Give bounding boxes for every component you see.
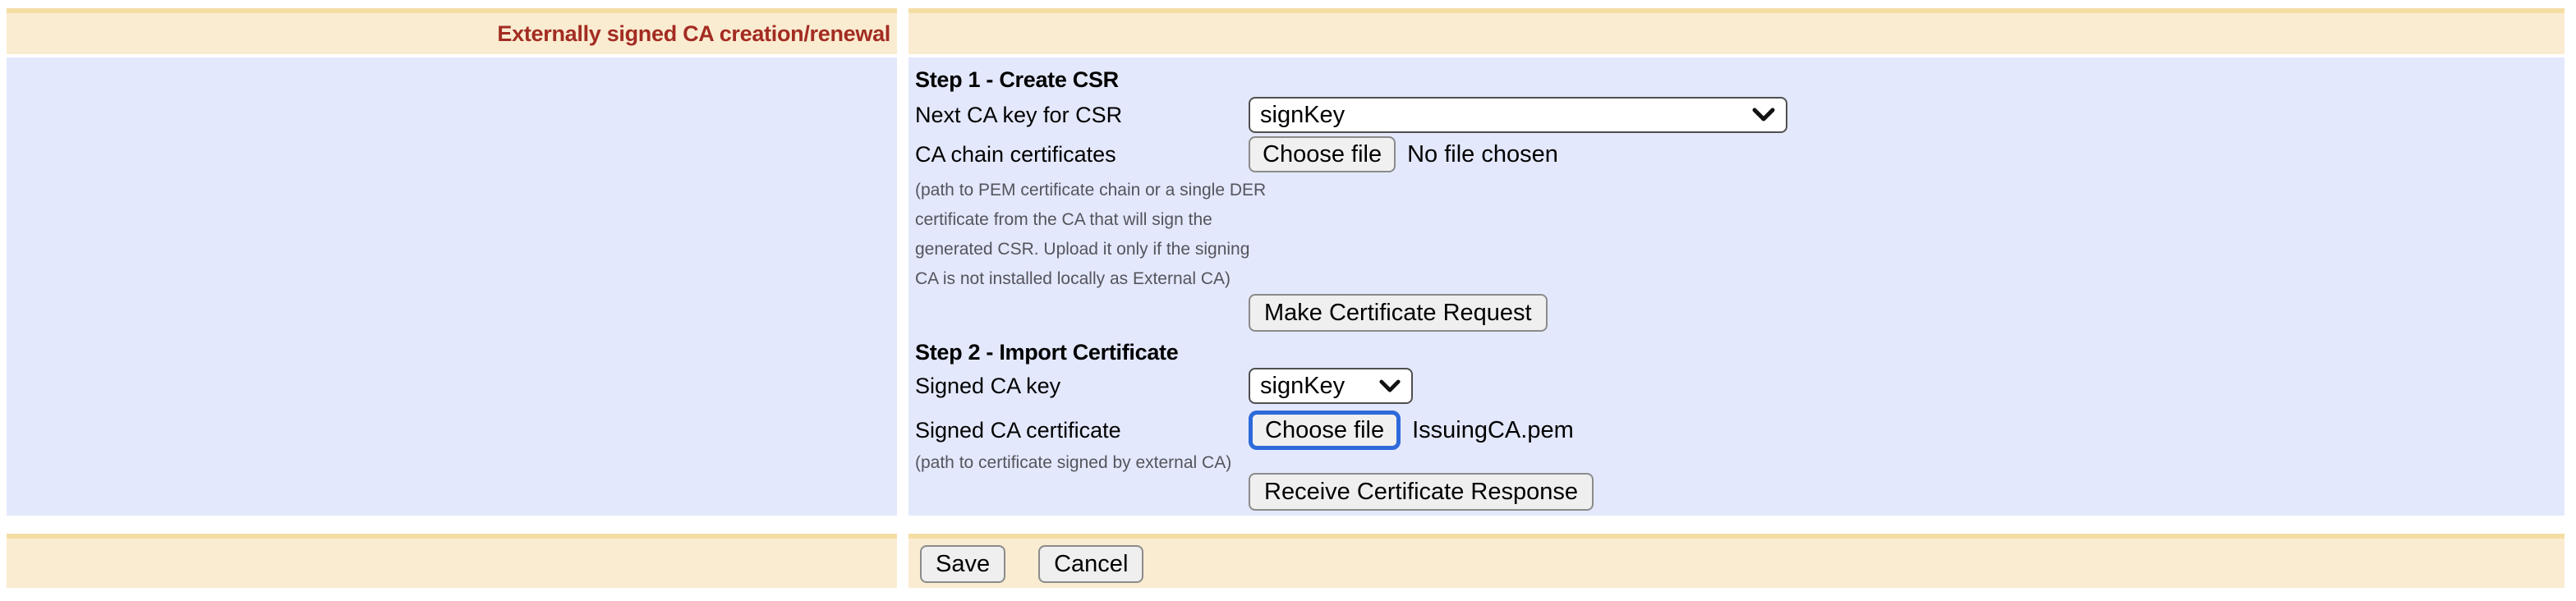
ca-chain-help-text: (path to PEM certificate chain or a sing… <box>915 176 1267 294</box>
help-line: (path to PEM certificate chain or a sing… <box>915 181 1267 200</box>
help-line: generated CSR. Upload it only if the sig… <box>915 240 1250 259</box>
signed-ca-key-row: Signed CA key signKey <box>915 368 2545 404</box>
header-spacer-cell <box>908 8 2564 54</box>
make-request-row: Make Certificate Request <box>915 294 2545 332</box>
make-certificate-request-button[interactable]: Make Certificate Request <box>1249 294 1548 332</box>
next-ca-key-select[interactable]: signKey <box>1249 97 1787 133</box>
ca-edit-table: Externally signed CA creation/renewal St… <box>7 8 2564 588</box>
ca-chain-row: CA chain certificates Choose file No fil… <box>915 136 2545 172</box>
form-cell: Step 1 - Create CSR Next CA key for CSR … <box>908 57 2564 516</box>
signed-ca-cert-label: Signed CA certificate <box>915 418 1121 443</box>
chevron-down-icon <box>1752 108 1775 122</box>
help-line: certificate from the CA that will sign t… <box>915 210 1212 229</box>
page-title: Externally signed CA creation/renewal <box>497 21 890 46</box>
signed-ca-key-selected-value: signKey <box>1260 372 1346 399</box>
signed-ca-key-label: Signed CA key <box>915 374 1061 398</box>
footer-row: Save Cancel <box>7 534 2564 588</box>
next-ca-key-selected-value: signKey <box>1260 101 1346 128</box>
save-button[interactable]: Save <box>920 545 1006 583</box>
ca-chain-label: CA chain certificates <box>915 142 1116 167</box>
signed-ca-cert-file-status: IssuingCA.pem <box>1412 416 1574 443</box>
chevron-down-icon <box>1379 379 1401 392</box>
signed-ca-key-select[interactable]: signKey <box>1249 368 1413 404</box>
receive-response-row: Receive Certificate Response <box>915 473 2545 511</box>
header-label-cell: Externally signed CA creation/renewal <box>7 8 897 54</box>
main-row: Step 1 - Create CSR Next CA key for CSR … <box>7 57 2564 516</box>
help-line: CA is not installed locally as External … <box>915 269 1230 288</box>
step2-heading: Step 2 - Import Certificate <box>915 340 1179 365</box>
cancel-button[interactable]: Cancel <box>1038 545 1144 583</box>
ca-chain-choose-file-button[interactable]: Choose file <box>1249 136 1396 172</box>
footer-buttons-cell: Save Cancel <box>908 534 2564 588</box>
signed-ca-cert-choose-file-button[interactable]: Choose file <box>1249 411 1401 450</box>
main-left-empty-cell <box>7 57 897 516</box>
next-ca-key-label: Next CA key for CSR <box>915 103 1123 127</box>
receive-certificate-response-button[interactable]: Receive Certificate Response <box>1249 473 1594 511</box>
signed-ca-cert-row: Signed CA certificate Choose file Issuin… <box>915 411 2545 450</box>
header-row: Externally signed CA creation/renewal <box>7 8 2564 54</box>
signed-ca-cert-help-text: (path to certificate signed by external … <box>915 453 1232 472</box>
step1-heading: Step 1 - Create CSR <box>915 67 1119 92</box>
next-ca-key-row: Next CA key for CSR signKey <box>915 97 2545 133</box>
footer-left-empty-cell <box>7 534 897 588</box>
ca-chain-file-status: No file chosen <box>1407 140 1558 167</box>
